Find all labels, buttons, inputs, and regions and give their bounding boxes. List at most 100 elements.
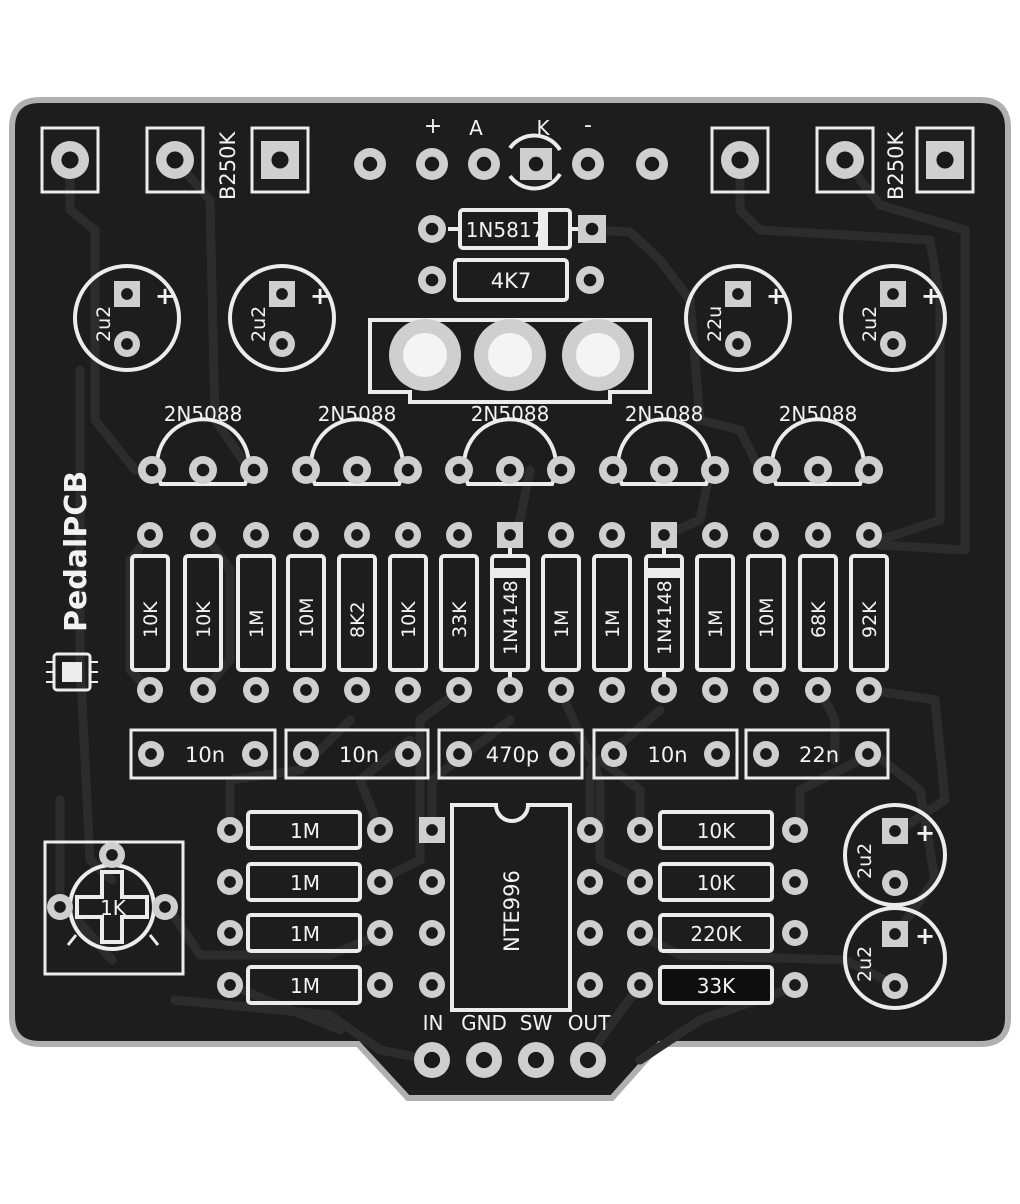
fs-sw-label: SW bbox=[520, 1011, 553, 1035]
pad-drill bbox=[658, 684, 670, 696]
pad-drill bbox=[426, 979, 438, 991]
resistor-body bbox=[658, 965, 774, 1005]
pad-drill bbox=[504, 684, 516, 696]
pad-drill bbox=[634, 927, 646, 939]
resistor-label: 10K bbox=[697, 819, 736, 843]
pad-drill bbox=[709, 684, 721, 696]
pad-drill bbox=[812, 529, 824, 541]
resistor-body bbox=[236, 554, 276, 672]
pad-drill bbox=[121, 338, 133, 350]
pad-drill bbox=[583, 273, 597, 287]
transistor-label: 2N5088 bbox=[625, 402, 704, 426]
pad-drill bbox=[760, 684, 772, 696]
electrolytic-cap-outline bbox=[843, 803, 947, 907]
pad-drill bbox=[889, 877, 901, 889]
ic-label: NTE996 bbox=[500, 870, 524, 952]
resistor-body bbox=[541, 554, 581, 672]
ic-outline bbox=[450, 803, 572, 1012]
pads bbox=[40, 126, 975, 1078]
resistor-label: 33K bbox=[697, 974, 736, 998]
pad-drill bbox=[732, 288, 744, 300]
pad-drill bbox=[402, 748, 414, 760]
component-value-label: 1M bbox=[246, 610, 268, 638]
cap-value-label: 2u2 bbox=[854, 946, 876, 982]
electrolytic-cap-outline bbox=[684, 264, 792, 372]
resistor-4k7-body bbox=[453, 258, 569, 302]
pad-drill bbox=[608, 748, 620, 760]
pad-drill bbox=[424, 156, 440, 172]
transistor-label: 2N5088 bbox=[164, 402, 243, 426]
film-cap-label: 10n bbox=[647, 743, 687, 767]
resistor-label: 1M bbox=[290, 871, 320, 895]
pad-drill bbox=[584, 979, 596, 991]
pad-drill bbox=[862, 748, 874, 760]
pad-drill bbox=[425, 222, 439, 236]
component-value-label: 68K bbox=[808, 601, 830, 638]
cap-plus-mark: + bbox=[915, 819, 935, 847]
pad-drill bbox=[711, 748, 723, 760]
component-value-label: 1M bbox=[551, 610, 573, 638]
resistor-body bbox=[388, 554, 428, 672]
brand-label: PedalPCB bbox=[59, 471, 94, 632]
resistor-body bbox=[849, 554, 889, 672]
pad-drill bbox=[300, 748, 312, 760]
pad-drill bbox=[197, 684, 209, 696]
chip-logo-icon bbox=[46, 652, 98, 692]
pad-drill bbox=[634, 876, 646, 888]
trimmer-outline bbox=[43, 840, 185, 976]
pad-drill bbox=[351, 684, 363, 696]
pad-drill bbox=[657, 463, 671, 477]
trimmer-cross bbox=[75, 870, 149, 944]
pad-drill bbox=[862, 463, 876, 477]
pad-drill bbox=[401, 463, 415, 477]
pad-drill bbox=[889, 928, 901, 940]
regulator-drill bbox=[403, 333, 447, 377]
pad-drill bbox=[585, 222, 599, 236]
film-cap-outline bbox=[437, 728, 584, 780]
ic: NTE996 bbox=[450, 803, 572, 1012]
pad-drill bbox=[812, 684, 824, 696]
top-resistor: 4K7 bbox=[453, 258, 569, 302]
pad-drill bbox=[504, 529, 516, 541]
pad-drill bbox=[145, 463, 159, 477]
resistor-body bbox=[798, 554, 838, 672]
pad-drill bbox=[144, 529, 156, 541]
pad-drill bbox=[159, 901, 171, 913]
pad-drill bbox=[300, 529, 312, 541]
film-cap-label: 470p bbox=[486, 743, 539, 767]
pad-drill bbox=[556, 748, 568, 760]
top-caps: +2u2+2u2+22u+2u2 bbox=[73, 264, 947, 372]
film-cap-outline bbox=[592, 728, 739, 780]
trimmer-label: 1K bbox=[100, 896, 127, 920]
pad-drill bbox=[453, 684, 465, 696]
pad-drill bbox=[224, 824, 236, 836]
resistor-body bbox=[695, 554, 735, 672]
component-value-label: 33K bbox=[449, 601, 471, 638]
pot-pad-frame bbox=[710, 126, 770, 194]
pad-drill bbox=[54, 901, 66, 913]
pad-drill bbox=[300, 684, 312, 696]
pad-drill bbox=[528, 156, 544, 172]
resistor-body bbox=[246, 965, 362, 1005]
pad-drill bbox=[224, 876, 236, 888]
diode-top-label: 1N5817 bbox=[466, 218, 545, 242]
pot-pad-frame bbox=[915, 126, 975, 194]
pad-drill bbox=[144, 684, 156, 696]
pad-drill bbox=[299, 463, 313, 477]
pad-drill bbox=[732, 338, 744, 350]
resistor-body bbox=[439, 554, 479, 672]
power-minus-label: - bbox=[584, 113, 592, 138]
component-value-label: 1N4148 bbox=[500, 580, 522, 655]
cap-plus-mark: + bbox=[310, 282, 330, 310]
pad-drill bbox=[271, 151, 289, 169]
pad-drill bbox=[555, 529, 567, 541]
pad-drill bbox=[476, 156, 492, 172]
pad-drill bbox=[351, 529, 363, 541]
resistor-body bbox=[246, 913, 362, 953]
pad-drill bbox=[760, 463, 774, 477]
film-cap-outline bbox=[284, 728, 430, 780]
